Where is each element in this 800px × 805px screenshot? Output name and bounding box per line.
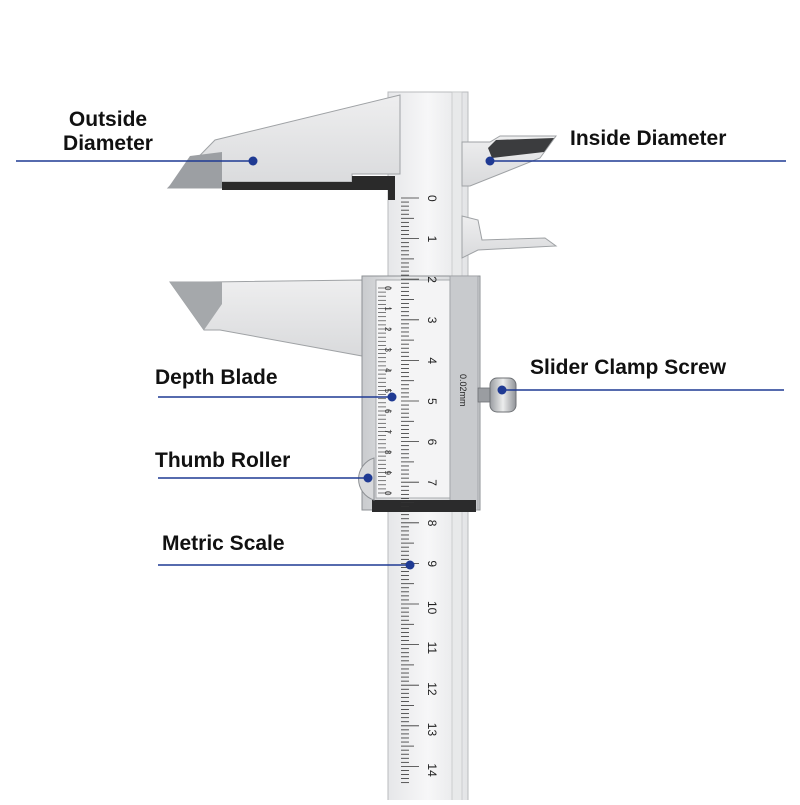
main-scale-number: 11 xyxy=(425,642,439,655)
label-outside-diameter: Outside Diameter xyxy=(40,108,176,156)
vernier-number: 4 xyxy=(383,368,392,373)
label-metric-scale: Metric Scale xyxy=(162,532,285,555)
label-depth-blade: Depth Blade xyxy=(155,366,278,389)
dot-slider-clamp-screw xyxy=(497,385,507,395)
main-scale-number: 14 xyxy=(425,763,439,777)
dot-depth-blade xyxy=(387,392,397,402)
main-scale-number: 7 xyxy=(425,479,439,486)
main-scale-number: 0 xyxy=(425,195,439,202)
dot-outside-diameter xyxy=(248,156,258,166)
label-inside-diameter: Inside Diameter xyxy=(570,127,727,150)
main-scale-number: 3 xyxy=(425,317,439,324)
vernier-number: 1 xyxy=(383,307,392,312)
main-scale-number: 4 xyxy=(425,357,439,364)
main-scale-number: 5 xyxy=(425,398,439,405)
main-scale-number: 8 xyxy=(425,520,439,527)
vernier-number: 6 xyxy=(383,409,392,414)
slider-bottom-shadow xyxy=(372,500,476,512)
main-scale-number: 1 xyxy=(425,236,439,243)
inside-jaw-dark-edge xyxy=(488,138,554,158)
vernier-number: 5 xyxy=(383,389,392,394)
label-slider-clamp-screw: Slider Clamp Screw xyxy=(530,356,727,379)
vernier-number: 2 xyxy=(383,327,392,332)
label-thumb-roller: Thumb Roller xyxy=(155,449,291,472)
main-scale-number: 13 xyxy=(425,723,439,737)
vernier-number: 3 xyxy=(383,348,392,353)
main-scale-number: 6 xyxy=(425,439,439,446)
fixed-jaw-inner-edge xyxy=(222,152,395,200)
sliding-jaw-tip xyxy=(170,282,222,330)
main-scale-number: 10 xyxy=(425,601,439,615)
vernier-number: 9 xyxy=(383,471,392,476)
leader-lines xyxy=(16,160,786,566)
leader-dots xyxy=(248,156,507,570)
main-scale-number: 12 xyxy=(425,682,439,696)
main-scale-number: 2 xyxy=(425,276,439,283)
fixed-jaw-tip xyxy=(168,152,222,188)
vernier-number: 0 xyxy=(383,491,392,496)
main-scale-number: 9 xyxy=(425,560,439,567)
vernier-number: 0 xyxy=(383,286,392,291)
vernier-number: 7 xyxy=(383,430,392,435)
vernier-unit-text: 0.02mm xyxy=(458,374,468,407)
vernier-scale: 0 1 2 3 4 5 6 7 8 9 0 xyxy=(378,286,392,496)
label-outside-diameter-line1: Outside xyxy=(68,108,148,131)
vernier-number: 8 xyxy=(383,450,392,455)
clamp-screw-knob xyxy=(489,377,517,413)
dot-thumb-roller xyxy=(363,473,373,483)
slider-rail xyxy=(449,275,479,511)
sliding-inside-jaw xyxy=(461,215,558,259)
label-outside-diameter-line2: Diameter xyxy=(63,132,153,155)
dot-metric-scale xyxy=(405,560,415,570)
dot-inside-diameter xyxy=(485,156,495,166)
